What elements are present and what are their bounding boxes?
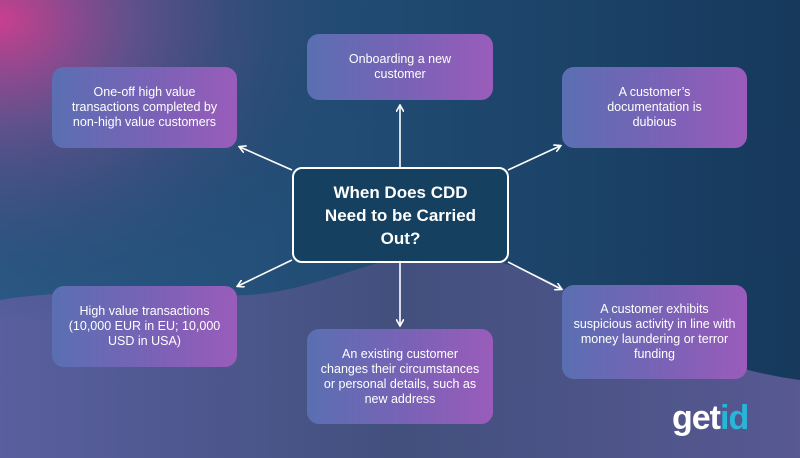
box-one-off-transactions-text: One-off high value transactions complete…	[71, 85, 218, 129]
box-dubious-documentation-text: A customer’s documentation is dubious	[607, 85, 702, 129]
box-one-off-transactions: One-off high value transactions complete…	[52, 67, 237, 148]
box-high-value-transactions-text: High value transactions (10,000 EUR in E…	[68, 304, 221, 348]
arrow-bottom-left	[238, 259, 293, 286]
box-dubious-documentation: A customer’s documentation is dubious	[562, 67, 747, 148]
box-suspicious-activity-text: A customer exhibits suspicious activity …	[573, 302, 736, 361]
arrow-top-left	[240, 147, 293, 171]
logo-text-id: id	[720, 399, 749, 437]
getid-logo: getid	[672, 398, 749, 438]
central-question-text: When Does CDD Need to be Carried Out?	[324, 182, 477, 248]
box-changed-circumstances-text: An existing customer changes their circu…	[320, 346, 480, 406]
arrow-top-right	[507, 146, 560, 171]
box-suspicious-activity: A customer exhibits suspicious activity …	[562, 285, 747, 379]
box-high-value-transactions: High value transactions (10,000 EUR in E…	[52, 286, 237, 367]
box-onboarding-text: Onboarding a new customer	[348, 52, 452, 81]
logo-text-get: get	[672, 399, 721, 437]
connector-arrows	[238, 106, 561, 325]
box-changed-circumstances: An existing customer changes their circu…	[307, 329, 493, 424]
arrow-bottom-right	[507, 261, 561, 289]
box-onboarding: Onboarding a new customer	[307, 34, 493, 100]
central-question: When Does CDD Need to be Carried Out?	[292, 167, 509, 263]
